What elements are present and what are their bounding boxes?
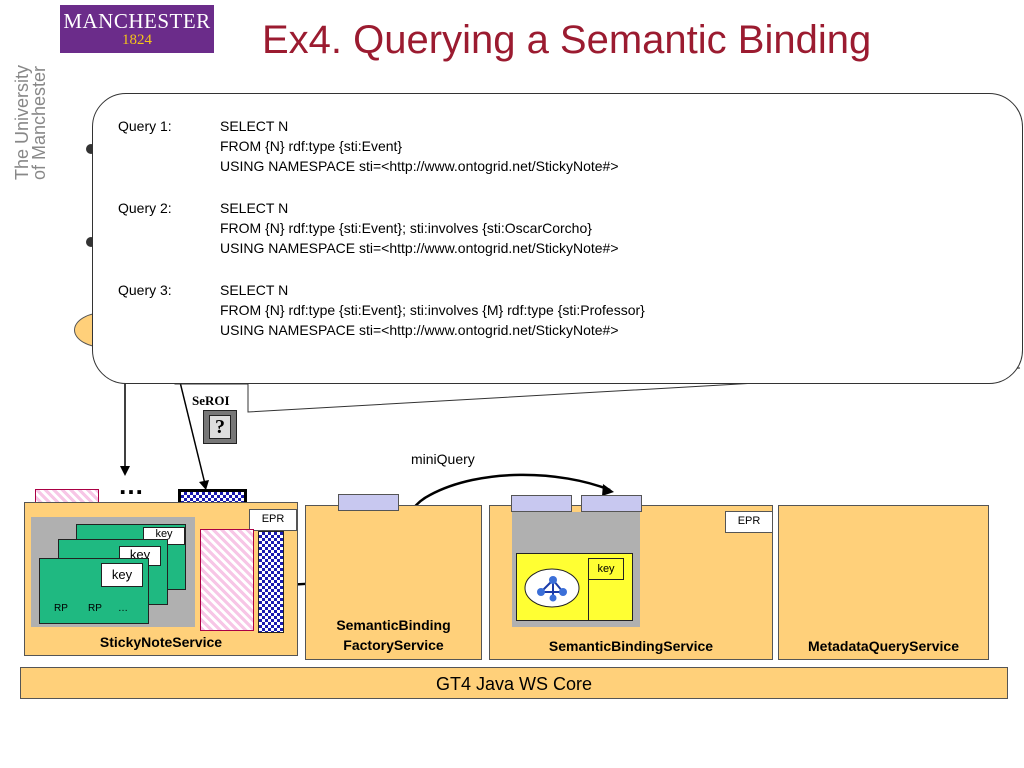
miniquery-arrowhead [602, 484, 614, 496]
query3-line3: USING NAMESPACE sti=<http://www.ontogrid… [220, 322, 619, 338]
factory-label-line1: SemanticBinding [336, 617, 451, 633]
seroi-question-icon[interactable]: ? [203, 410, 237, 444]
ellipsis-more: … [118, 470, 144, 500]
gt4-java-ws-core[interactable]: GT4 Java WS Core [20, 667, 1008, 699]
bullet-1 [86, 144, 96, 154]
arrow-left-head [120, 466, 130, 476]
semantic-binding-factory-service[interactable]: SemanticBinding FactoryService [305, 505, 482, 660]
miniquery-label: miniQuery [411, 451, 475, 467]
slide-title: Ex4. Querying a Semantic Binding [262, 18, 872, 62]
card1-rp1: RP [54, 603, 68, 614]
query1-line3: USING NAMESPACE sti=<http://www.ontogrid… [220, 158, 619, 174]
binding-service-label: SemanticBindingService [548, 638, 714, 654]
query2-line1: SELECT N [220, 200, 289, 216]
question-glyph: ? [209, 415, 231, 439]
resource-property-pink-stack [200, 529, 254, 631]
arrow-seroi-line [179, 381, 206, 485]
rdf-graph-icon [524, 568, 580, 608]
card1-more: … [118, 603, 128, 614]
logo-name: MANCHESTER [63, 9, 211, 33]
card1-rp2: RP [88, 603, 102, 614]
bullet-2 [86, 237, 96, 247]
arrow-seroi-head [199, 480, 209, 490]
binding-epr: EPR [725, 511, 773, 533]
binding-card-divider [588, 580, 589, 620]
query3-line1: SELECT N [220, 282, 289, 298]
factory-label-line2: FactoryService [343, 637, 444, 653]
query1-line2: FROM {N} rdf:type {sti:Event} [220, 138, 403, 154]
query1-line1: SELECT N [220, 118, 289, 134]
query-callout [92, 93, 1023, 384]
factory-resource-tab [338, 494, 399, 511]
resource-property-checker-stack [258, 531, 284, 633]
query2-label: Query 2: [118, 200, 172, 216]
query2-line3: USING NAMESPACE sti=<http://www.ontogrid… [220, 240, 619, 256]
metadata-service-label: MetadataQueryService [808, 638, 959, 654]
semantic-binding-card[interactable]: key [516, 553, 633, 621]
query3-line2: FROM {N} rdf:type {sti:Event}; sti:invol… [220, 302, 645, 318]
sticky-card-1[interactable]: key RP RP … [39, 558, 149, 624]
query1-label: Query 1: [118, 118, 172, 134]
query3-label: Query 3: [118, 282, 172, 298]
seroi-label: SeROI [192, 393, 230, 408]
binding-card-key: key [588, 558, 624, 580]
manchester-logo: MANCHESTER 1824 [60, 5, 214, 53]
sticky-service-label: StickyNoteService [99, 634, 223, 650]
metadata-query-service[interactable]: MetadataQueryService [778, 505, 989, 660]
binding-resource-tab-1 [511, 495, 572, 512]
query2-line2: FROM {N} rdf:type {sti:Event}; sti:invol… [220, 220, 592, 236]
card1-key: key [101, 563, 143, 587]
sticky-epr: EPR [249, 509, 297, 531]
binding-resource-tab-2 [581, 495, 642, 512]
logo-year: 1824 [122, 32, 152, 48]
